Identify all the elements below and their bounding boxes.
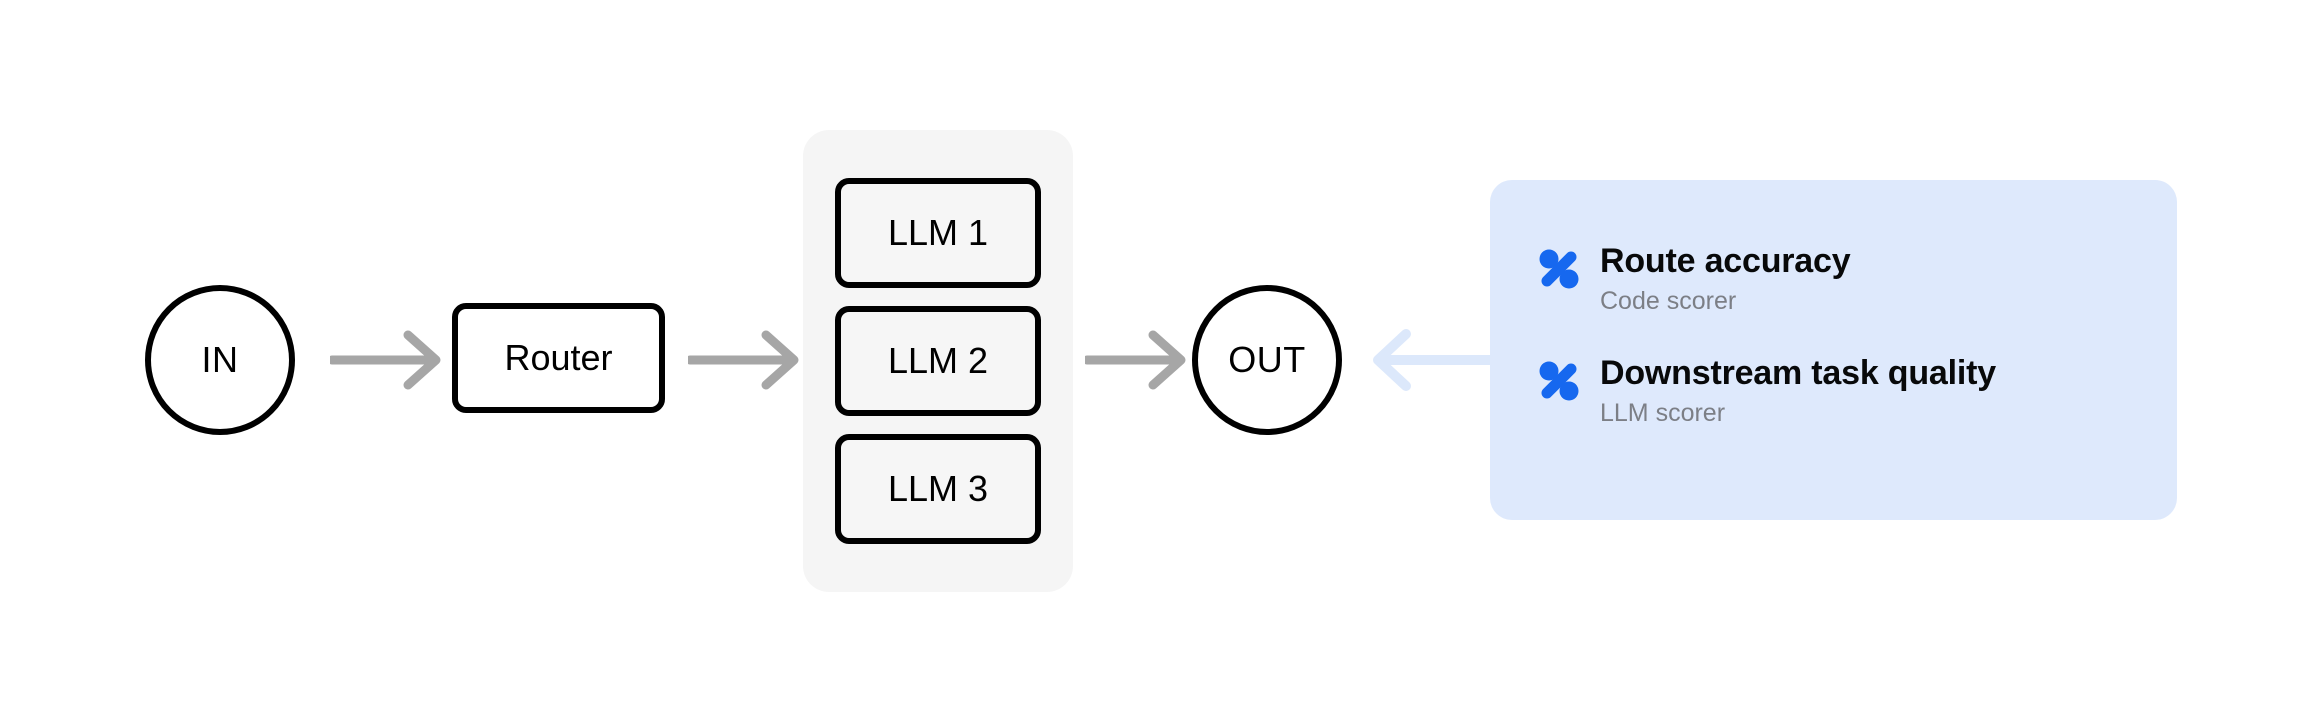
llm-box[interactable]: LLM 3 [835, 434, 1041, 544]
scorer-item[interactable]: Downstream task quality LLM scorer [1538, 354, 2177, 430]
node-input-label: IN [201, 339, 239, 380]
llm-box-label: LLM 2 [887, 340, 989, 381]
arrow-llm-group-to-out [1082, 326, 1190, 394]
node-router[interactable]: Router [452, 303, 665, 413]
arrow-left-icon [1373, 329, 1503, 391]
scorer-subtitle: Code scorer [1600, 287, 1737, 316]
arrow-right-icon [685, 330, 799, 390]
scorer-subtitle: LLM scorer [1600, 398, 1726, 427]
scorer-title: Downstream task quality [1600, 353, 1996, 392]
percent-scorer-icon [1538, 248, 1580, 290]
llm-group: LLM 1 LLM 2 LLM 3 [803, 130, 1073, 592]
scorer-title: Route accuracy [1600, 242, 1851, 280]
scorer-text: Route accuracy Code scorer [1600, 242, 1851, 318]
node-input[interactable]: IN [145, 285, 295, 435]
llm-box[interactable]: LLM 1 [835, 178, 1041, 288]
percent-scorer-icon [1538, 360, 1580, 402]
node-output[interactable]: OUT [1192, 285, 1342, 435]
arrow-right-icon [327, 330, 441, 390]
arrow-scorers-to-out [1370, 326, 1503, 394]
scorer-item[interactable]: Route accuracy Code scorer [1538, 242, 2177, 318]
percent-scorer-icon-glyph [1539, 249, 1579, 289]
llm-box-label: LLM 3 [887, 468, 989, 509]
arrow-in-to-router [327, 326, 445, 394]
arrow-right-icon [1082, 330, 1186, 390]
percent-scorer-icon-glyph [1539, 361, 1579, 401]
llm-box[interactable]: LLM 2 [835, 306, 1041, 416]
arrow-router-to-llm-group [685, 326, 803, 394]
node-output-label: OUT [1228, 339, 1306, 380]
scorer-text: Downstream task quality LLM scorer [1600, 354, 1996, 430]
scorers-panel: Route accuracy Code scorer Downstream ta… [1490, 180, 2177, 520]
node-router-label: Router [504, 337, 613, 378]
llm-box-label: LLM 1 [887, 212, 989, 253]
